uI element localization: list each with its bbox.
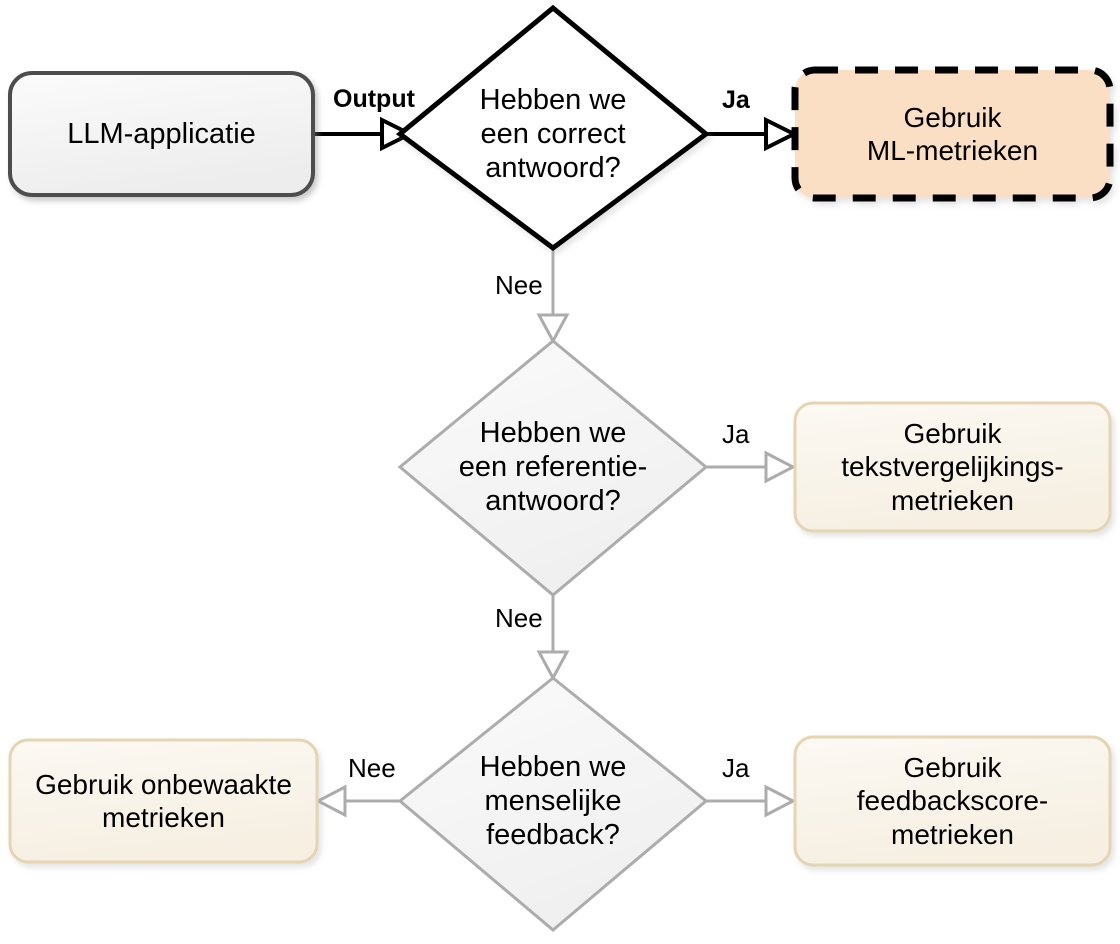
node-feedback-score-metrics[interactable] — [793, 735, 1112, 867]
edge-feedback-yes — [706, 784, 797, 818]
edge-reference-yes — [706, 450, 797, 484]
edge-label-output: Output — [333, 85, 415, 113]
edge-label-reference-no: Nee — [495, 603, 543, 633]
node-decision-reference[interactable] — [397, 339, 709, 597]
node-llm-app[interactable] — [8, 71, 315, 197]
node-ml-metrics[interactable] — [791, 66, 1114, 202]
edge-label-feedback-no: Nee — [348, 753, 396, 783]
node-unsupervised-metrics[interactable] — [8, 738, 319, 864]
edge-label-correct-no: Nee — [495, 270, 543, 300]
node-text-similarity-metrics[interactable] — [793, 401, 1112, 533]
node-decision-feedback[interactable] — [397, 676, 709, 932]
edge-label-correct-yes: Ja — [722, 86, 750, 114]
edge-correct-yes — [706, 116, 799, 152]
edge-correct-no — [536, 248, 570, 345]
node-decision-correct[interactable] — [395, 4, 711, 252]
edge-feedback-no — [314, 784, 400, 818]
edge-label-reference-yes: Ja — [722, 419, 750, 449]
edge-reference-no — [536, 595, 570, 682]
edge-label-feedback-yes: Ja — [722, 753, 750, 783]
edge-output — [313, 116, 415, 152]
